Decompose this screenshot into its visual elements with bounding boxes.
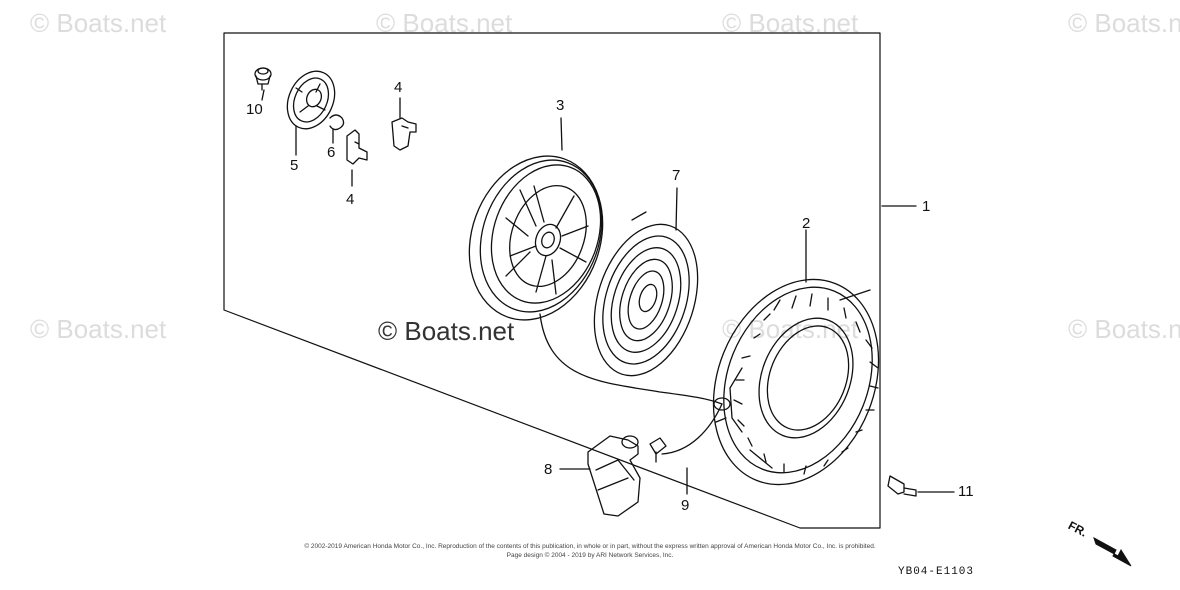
front-arrow-icon [1093, 536, 1132, 567]
part-4-pawl-lower [346, 129, 368, 165]
page-design-line: Page design © 2004 - 2019 by ARI Network… [506, 552, 674, 559]
part-8-handle [587, 435, 641, 517]
part-7-spring [593, 211, 699, 377]
callout-2: 2 [802, 215, 811, 232]
part-10-screw [254, 67, 272, 91]
callout-6: 6 [327, 144, 336, 161]
center-watermark: © Boats.net [378, 316, 515, 346]
callout-1: 1 [922, 198, 931, 215]
callout-7: 7 [672, 167, 681, 184]
callout-8: 8 [544, 461, 553, 478]
part-9-rope-end [649, 437, 667, 463]
part-5-plate [286, 70, 336, 130]
callout-5: 5 [290, 157, 299, 174]
part-4-pawl-upper [391, 117, 417, 151]
part-11-bolt [887, 475, 917, 497]
watermark: © Boats.net [722, 314, 859, 344]
watermark: © Boats.net [30, 8, 167, 38]
starter-rope [539, 313, 731, 455]
watermark: © Boats.net [1068, 314, 1180, 344]
callout-9: 9 [681, 497, 690, 514]
part-6-clip [329, 114, 345, 131]
drawing-code: YB04-E1103 [898, 566, 975, 578]
part-2-case [712, 278, 880, 486]
callout-4-lower: 4 [346, 191, 355, 208]
watermark: © Boats.net [30, 314, 167, 344]
watermark: © Boats.net [1068, 8, 1180, 38]
callout-4-upper: 4 [394, 79, 403, 96]
callout-10: 10 [246, 101, 263, 118]
part-3-reel [468, 155, 604, 321]
copyright-line: © 2002-2019 American Honda Motor Co., In… [304, 543, 876, 550]
callout-11: 11 [958, 483, 974, 500]
callout-3: 3 [556, 97, 565, 114]
assembly-outline [223, 32, 881, 529]
